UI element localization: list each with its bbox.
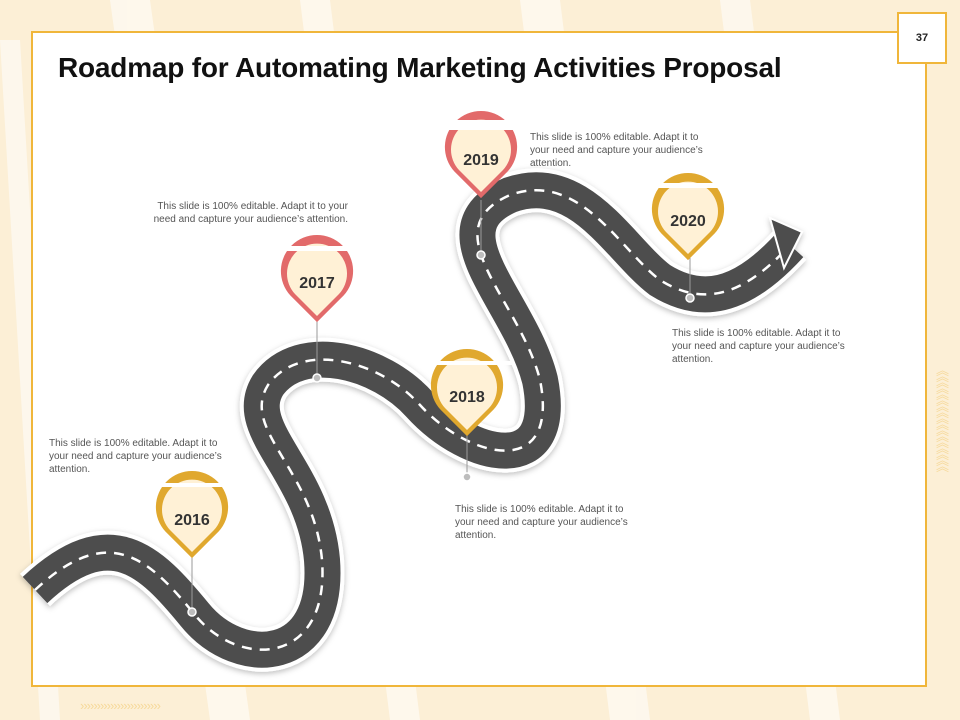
milestone-text-2016: This slide is 100% editable. Adapt it to… [49,438,222,475]
pin-2017-crop [276,246,360,251]
pin-2016-crop [150,483,234,487]
pin-2016 [155,470,229,559]
milestone-year-2016: 2016 [174,512,210,529]
page-number: 37 [897,12,947,64]
pin-2018-crop [430,361,514,365]
pin-2020-crop [650,183,734,188]
milestone-text-2018: This slide is 100% editable. Adapt it to… [455,504,628,541]
milestone-text-2020: This slide is 100% editable. Adapt it to… [672,328,845,365]
milestone-year-2019: 2019 [463,152,499,169]
slide-title: Roadmap for Automating Marketing Activit… [58,52,782,83]
milestone-year-2018: 2018 [449,389,485,406]
pin-2017 [280,234,354,323]
road [19,168,807,672]
milestone-text-2017: This slide is 100% editable. Adapt it to… [153,201,348,225]
milestone-year-2020: 2020 [670,213,706,230]
connector-dots [187,250,695,617]
road-arrowhead [768,216,804,271]
connector-lines [191,200,691,612]
pin-2019-crop [440,120,524,130]
pin-2020 [651,172,725,261]
pin-2019 [444,110,518,199]
chevron-decoration-bottom: ›››››››››››››››››››››››› [80,698,161,713]
pin-2018 [430,348,504,437]
milestone-text-2019: This slide is 100% editable. Adapt it to… [530,132,703,169]
chevron-decoration-right: ︽︽︽︽︽︽︽︽︽︽︽︽︽︽︽︽︽ [936,363,949,474]
milestone-year-2017: 2017 [299,275,335,292]
